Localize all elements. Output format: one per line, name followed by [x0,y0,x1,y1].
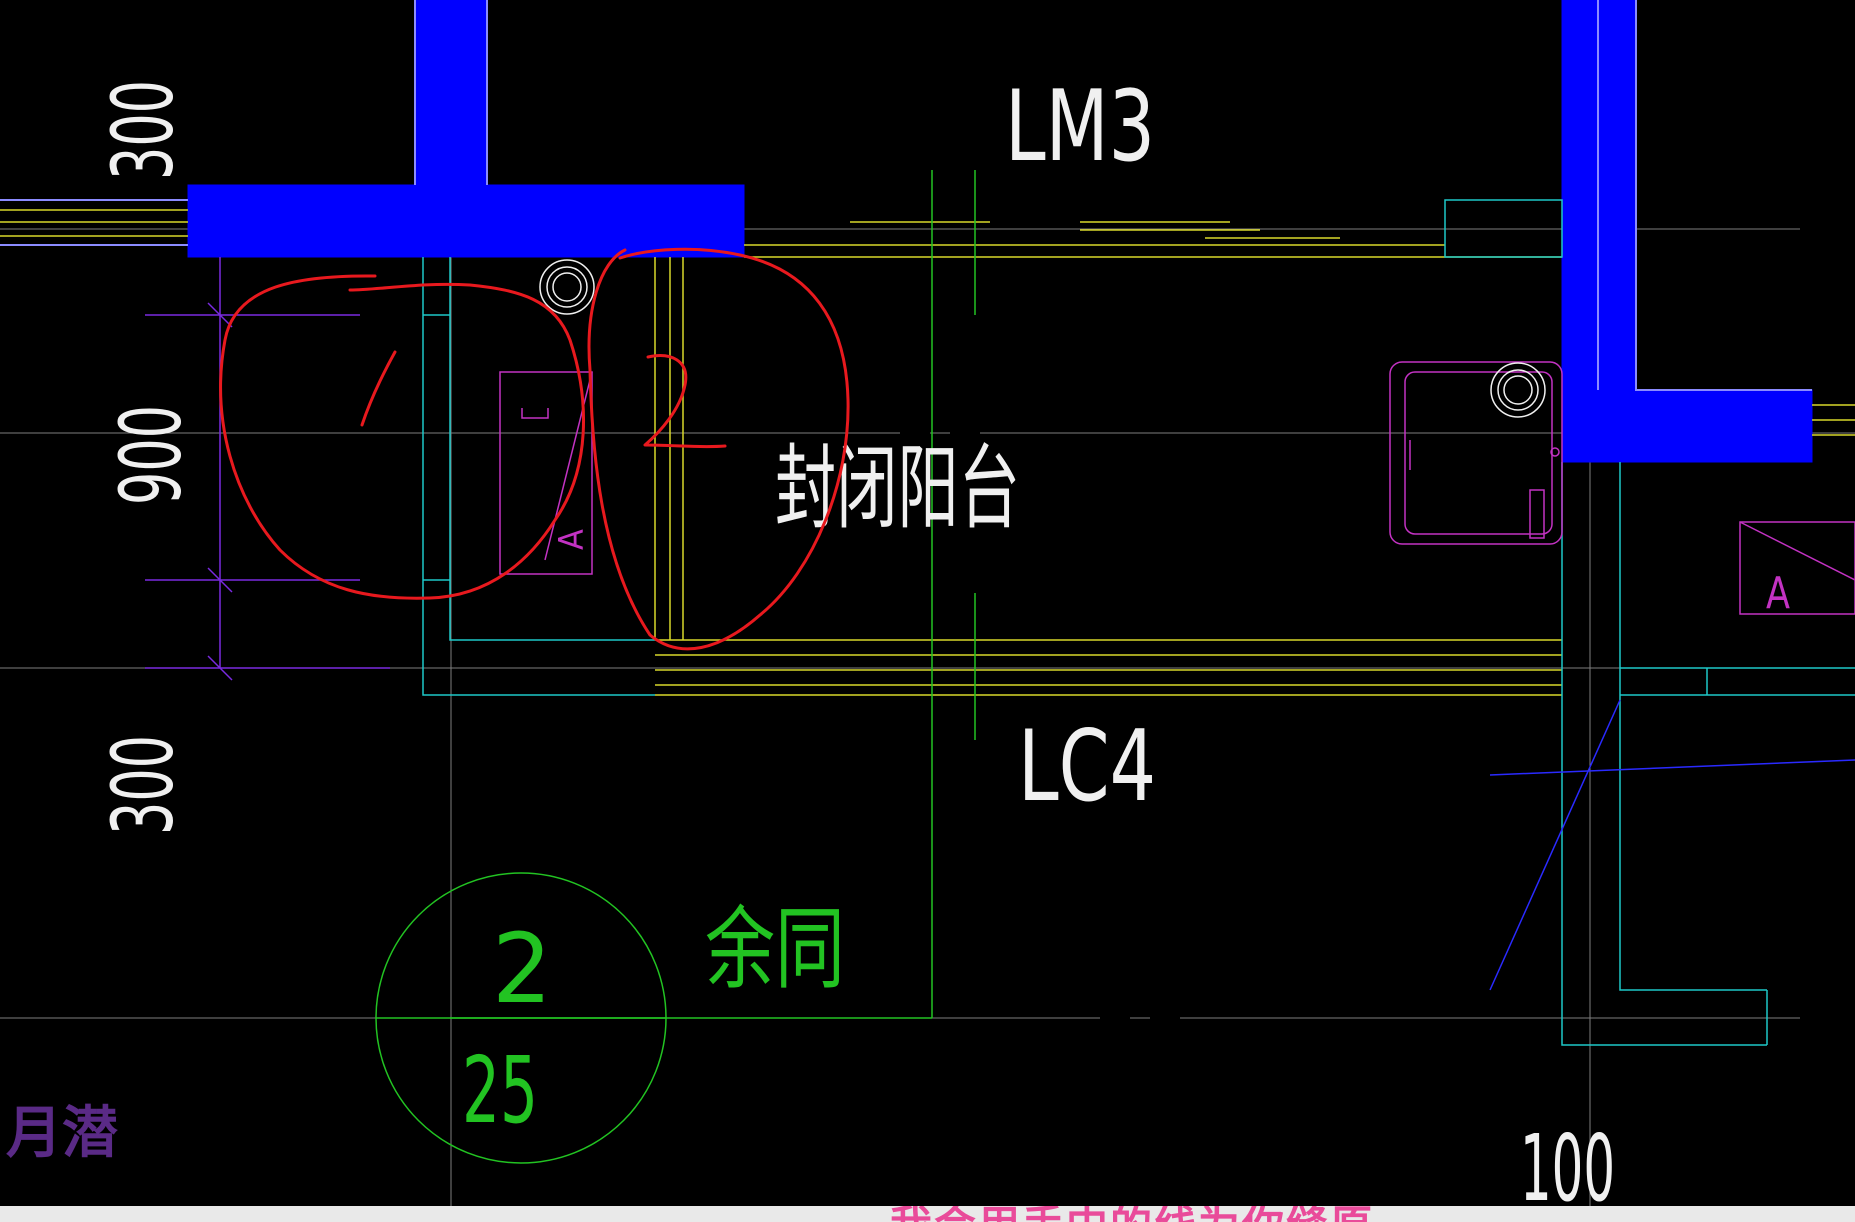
wall-inner-lines [0,0,1812,391]
cyan-lines [422,199,1855,1046]
green-lines [375,170,976,1164]
watermark-text: 月潜 [6,1101,118,1166]
appliance-right [1389,361,1855,615]
appliance-left-letter: A [552,529,592,550]
bottom-caption: 我会用手中的线为你缝原 [890,1206,1374,1222]
annotation-circle-2 [587,247,850,651]
dimension-lines [145,257,1855,991]
dimension-middle: 900 [102,405,200,505]
window-label: LC4 [1018,710,1156,824]
dimension-top: 300 [94,80,192,180]
door-label: LM3 [1005,70,1155,184]
detail-sheet: 25 [462,1037,538,1144]
annotation-circle-1 [219,274,586,600]
bottom-caption-strip: 我会用手中的线为你缝原 [0,1206,1855,1222]
yellow-lines [0,209,1855,696]
detail-number: 2 [492,913,552,1025]
dimension-bottom: 300 [94,735,192,835]
annotation-digit-1 [360,350,397,427]
dimension-bottom-right: 100 [1520,1115,1615,1222]
pipe-symbols [539,259,1546,418]
note-label: 余同 [705,897,845,1002]
annotation-digit-2 [643,354,727,449]
appliance-right-letter: A [1766,568,1790,619]
red-pen-annotations [219,247,850,651]
room-label: 封闭阳台 [775,435,1020,542]
